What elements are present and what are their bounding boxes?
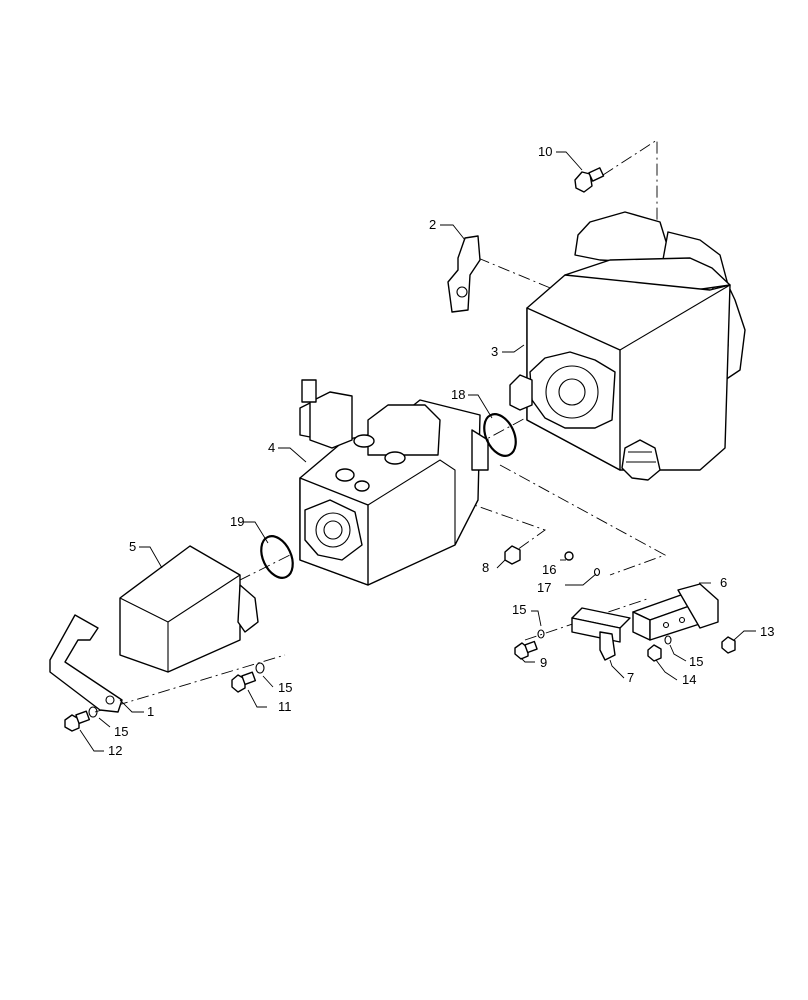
callout-17: 17: [537, 580, 551, 595]
part-3-hydraulic-pump[interactable]: [509, 211, 746, 481]
part-13-bolt[interactable]: [721, 636, 736, 654]
callout-7: 7: [627, 670, 634, 685]
part-8-nut[interactable]: [504, 545, 521, 565]
part-15-washers[interactable]: [88, 629, 672, 718]
callout-3: 3: [491, 344, 498, 359]
part-10-bolt[interactable]: [574, 167, 605, 193]
callout-16: 16: [542, 562, 556, 577]
callout-15-lower-left: 15: [114, 724, 128, 739]
callout-8: 8: [482, 560, 489, 575]
callout-15-right: 15: [689, 654, 703, 669]
callout-5: 5: [129, 539, 136, 554]
part-14-bolt[interactable]: [647, 644, 662, 662]
part-1-bracket[interactable]: [49, 614, 123, 713]
part-4-valve-block[interactable]: [299, 379, 489, 586]
part-17-washer[interactable]: [593, 567, 601, 577]
callout-labels: 10 2 3 18 4 19 5 8 16 17 6 15 13 9 15 7 …: [108, 144, 774, 758]
callout-2: 2: [429, 217, 436, 232]
part-5-cover[interactable]: [119, 545, 259, 673]
callout-18: 18: [451, 387, 465, 402]
callout-13: 13: [760, 624, 774, 639]
part-7-mounting-bracket[interactable]: [571, 607, 631, 661]
callout-1: 1: [147, 704, 154, 719]
callout-6: 6: [720, 575, 727, 590]
callout-4: 4: [268, 440, 275, 455]
part-12-bolt[interactable]: [64, 710, 91, 732]
callout-15-upper-left: 15: [278, 680, 292, 695]
callout-19: 19: [230, 514, 244, 529]
callout-14: 14: [682, 672, 696, 687]
callout-15-mid: 15: [512, 602, 526, 617]
part-16-nut[interactable]: [564, 551, 574, 561]
leader-lines: [79, 151, 756, 752]
part-19-o-ring[interactable]: [255, 531, 299, 583]
callout-11: 11: [278, 699, 292, 714]
part-11-bolt[interactable]: [231, 671, 257, 693]
callout-10: 10: [538, 144, 552, 159]
part-2-terminal[interactable]: [447, 235, 481, 313]
part-6-plate[interactable]: [632, 583, 719, 641]
callout-12: 12: [108, 743, 122, 758]
part-9-bolt[interactable]: [514, 640, 538, 660]
callout-9: 9: [540, 655, 547, 670]
